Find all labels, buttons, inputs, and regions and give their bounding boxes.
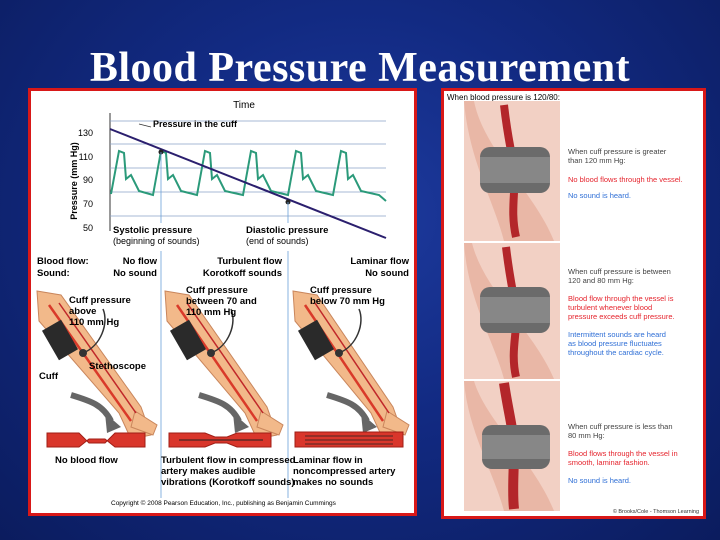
blood-pressure-diagram: Time Pressure (mm Hg) 130 110 90 70 50 P… — [36, 100, 410, 507]
cuff1-line3: 110 mm Hg — [69, 317, 119, 328]
s3-red-line2: smooth, laminar fashion. — [568, 458, 650, 467]
copyright-text: Copyright © 2008 Pearson Education, Inc.… — [111, 499, 337, 507]
systolic-sub: (beginning of sounds) — [113, 236, 200, 246]
cuff-pressure-label: Pressure in the cuff — [153, 119, 238, 129]
slide-title: Blood Pressure Measurement — [89, 45, 631, 91]
cuff2-line3: 110 mm Hg — [186, 307, 236, 318]
caption2-line2: artery makes audible — [161, 466, 256, 477]
s2-red-line1: Blood flow through the vessel is — [568, 294, 674, 303]
cuff-pressure-line — [109, 128, 387, 239]
s2-blue-line2: as blood pressure fluctuates — [568, 339, 662, 348]
s2-red-line2: turbulent whenever blood — [568, 303, 652, 312]
caption2-line3: vibrations (Korotkoff sounds) — [161, 477, 295, 488]
systolic-label: Systolic pressure — [113, 225, 192, 236]
graph-title: Time — [233, 100, 255, 111]
s2-cuff-line1: When cuff pressure is between — [568, 267, 671, 276]
grid-lines — [110, 120, 386, 217]
caption1: No blood flow — [55, 455, 118, 466]
arm-illustration-1 — [36, 290, 158, 448]
caption3-line3: makes no sounds — [293, 477, 373, 488]
arm-illustration-3 — [292, 290, 410, 448]
s3-cuff-line1: When cuff pressure is less than — [568, 422, 673, 431]
arm-illustration-2 — [164, 290, 284, 448]
cuff-label-leader — [138, 123, 152, 128]
right-credit: © Brooks/Cole - Thomson Learning — [613, 508, 699, 515]
blood-flow-row-label: Blood flow: — [37, 256, 89, 267]
col3-flow: Laminar flow — [350, 256, 409, 267]
diastolic-label: Diastolic pressure — [246, 225, 328, 236]
s3-cuff-line2: 80 mm Hg: — [568, 431, 605, 440]
col1-flow: No flow — [123, 256, 158, 267]
s2-red-line3: pressure exceeds cuff pressure. — [568, 312, 675, 321]
right-header: When blood pressure is 120/80: — [447, 93, 560, 102]
sound-row-label: Sound: — [37, 268, 70, 279]
s1-blue-text: No sound is heard. — [568, 191, 631, 200]
s3-red-line1: Blood flows through the vessel in — [568, 449, 678, 458]
col2-sound: Korotkoff sounds — [203, 268, 282, 279]
cuff1-line2: above — [69, 306, 96, 317]
y-tick-130: 130 — [78, 128, 93, 138]
caption3-line1: Laminar flow in — [293, 455, 363, 466]
s1-cuff-line2: than 120 mm Hg: — [568, 156, 626, 165]
cuff-stages-diagram: When blood pressure is 120/80: When cuff… — [447, 93, 699, 515]
cuff2-line2: between 70 and — [186, 296, 257, 307]
stethoscope-label: Stethoscope — [89, 361, 146, 372]
s2-cuff-line2: 120 and 80 mm Hg: — [568, 276, 634, 285]
cuff2-line1: Cuff pressure — [186, 285, 248, 296]
diastolic-sub: (end of sounds) — [246, 236, 309, 246]
s2-blue-line3: throughout the cardiac cycle. — [568, 348, 664, 357]
caption2-line1: Turbulent flow in compressed — [161, 455, 296, 466]
s1-red-text: No blood flows through the vessel. — [568, 175, 683, 184]
col3-sound: No sound — [365, 268, 409, 279]
stage3-illustration — [464, 381, 560, 511]
cuff-label: Cuff — [39, 371, 59, 382]
arterial-pressure-wave — [110, 149, 387, 202]
cuff3-line2: below 70 mm Hg — [310, 296, 385, 307]
caption3-line2: noncompressed artery — [293, 466, 396, 477]
y-tick-70: 70 — [83, 199, 93, 209]
cuff3-line1: Cuff pressure — [310, 285, 372, 296]
s2-blue-line1: Intermittent sounds are heard — [568, 330, 666, 339]
left-figure-panel: Time Pressure (mm Hg) 130 110 90 70 50 P… — [28, 88, 417, 516]
y-tick-90: 90 — [83, 175, 93, 185]
stage2-illustration — [464, 243, 560, 379]
y-tick-110: 110 — [79, 152, 93, 162]
s1-cuff-line1: When cuff pressure is greater — [568, 147, 667, 156]
y-tick-50: 50 — [83, 223, 93, 233]
col2-flow: Turbulent flow — [217, 256, 282, 267]
right-figure-panel: When blood pressure is 120/80: When cuff… — [441, 88, 706, 519]
cuff1-line1: Cuff pressure — [69, 295, 131, 306]
s3-blue-text: No sound is heard. — [568, 476, 631, 485]
col1-sound: No sound — [113, 268, 157, 279]
y-axis-label: Pressure (mm Hg) — [69, 142, 79, 220]
stage1-illustration — [464, 101, 560, 241]
